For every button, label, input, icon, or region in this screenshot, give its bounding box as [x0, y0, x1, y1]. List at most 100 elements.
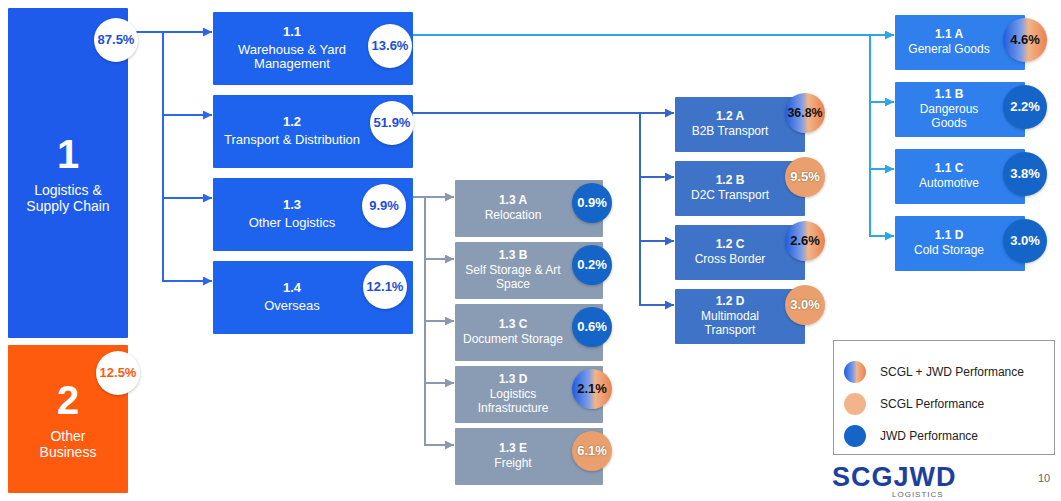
percent-value: 12.1%: [367, 280, 404, 295]
box-text-group: 1.1Warehouse & Yard Management: [223, 25, 361, 73]
percent-value: 12.5%: [100, 366, 137, 381]
category-box: 1.3Other Logistics9.9%: [213, 178, 413, 251]
percent-value: 51.9%: [374, 116, 411, 131]
percent-value: 0.6%: [577, 320, 607, 335]
box-title: Document Storage: [461, 333, 565, 347]
subcategory-box: 1.2 BD2C Transport9.5%: [675, 161, 805, 216]
percent-circle: 2.1%: [572, 369, 612, 409]
box-title: Warehouse & Yard Management: [223, 43, 361, 73]
percent-value: 3.0%: [790, 298, 820, 313]
percent-value: 3.0%: [1010, 234, 1040, 249]
box-title: Multimodal Transport: [681, 310, 779, 338]
connector-arrow: [413, 35, 894, 102]
subcategory-box: 1.3 DLogistics Infrastructure2.1%: [455, 366, 603, 423]
box-text-group: 1.1 CAutomotive: [901, 162, 997, 191]
box-text-group: 1.2 BD2C Transport: [681, 174, 779, 203]
box-text-group: 1.4Overseas: [223, 281, 361, 314]
connector-arrow: [413, 113, 674, 177]
percent-value: 2.6%: [790, 234, 820, 249]
box-number: 1.1 C: [901, 162, 997, 176]
percent-circle: 3.8%: [1003, 152, 1047, 196]
box-text-group: 1Logistics & Supply Chain: [8, 132, 128, 214]
subcategory-box: 1.1 BDangerous Goods2.2%: [895, 82, 1025, 137]
category-box: 1.4Overseas 12.1%: [213, 261, 413, 334]
box-title: Cross Border: [681, 253, 779, 267]
logo-text: SCGJWD: [832, 462, 957, 493]
box-number: 1.3 B: [461, 249, 565, 263]
box-text-group: 1.3 EFreight: [461, 442, 565, 471]
percent-circle: 36.8%: [785, 93, 825, 133]
percent-value: 9.5%: [790, 170, 820, 185]
box-number: 1.1 B: [901, 88, 997, 102]
percent-value: 9.9%: [369, 199, 399, 214]
connector-arrow: [413, 113, 674, 305]
connector-arrow: [413, 35, 894, 169]
subcategory-box: 1.2 DMultimodal Transport3.0%: [675, 289, 805, 344]
percent-value: 2.2%: [1010, 100, 1040, 115]
logo-subtitle: LOGISTICS: [892, 490, 944, 499]
box-text-group: 1.3 ARelocation: [461, 194, 565, 223]
box-text-group: 1.2Transport & Distribution: [223, 115, 361, 148]
box-title: Automotive: [901, 177, 997, 191]
box-number: 1.2: [223, 115, 361, 130]
box-number: 1.2 B: [681, 174, 779, 188]
box-title: Cold Storage: [901, 244, 997, 258]
percent-circle: 0.9%: [572, 183, 612, 223]
category-box: 1.1Warehouse & Yard Management13.6%: [213, 12, 413, 85]
box-number: 1.4: [223, 281, 361, 296]
connector-arrow: [128, 32, 212, 198]
percent-circle: 2.6%: [785, 221, 825, 261]
legend-row: JWD Performance: [844, 424, 978, 448]
box-number: 1.1: [223, 25, 361, 40]
legend-swatch: [844, 393, 866, 415]
page-number: 10: [1038, 472, 1050, 484]
box-title: Dangerous Goods: [901, 103, 997, 131]
box-text-group: 1.3 DLogistics Infrastructure: [461, 373, 565, 415]
box-number: 1: [8, 132, 128, 176]
percent-circle: 4.6%: [1003, 18, 1047, 62]
segment-box: 1Logistics & Supply Chain87.5%: [8, 8, 128, 338]
percent-value: 0.2%: [577, 258, 607, 273]
box-title: General Goods: [901, 43, 997, 57]
box-number: 1.2 D: [681, 295, 779, 309]
subcategory-box: 1.3 CDocument Storage0.6%: [455, 304, 603, 361]
box-text-group: 1.3 CDocument Storage: [461, 318, 565, 347]
percent-value: 2.1%: [577, 382, 607, 397]
box-number: 1.3: [223, 198, 361, 213]
legend-box: SCGL + JWD PerformanceSCGL PerformanceJW…: [833, 340, 1055, 455]
percent-circle: 13.6%: [368, 24, 412, 68]
box-title: Self Storage & Art Space: [461, 264, 565, 292]
percent-circle: 3.0%: [785, 285, 825, 325]
percent-circle: 9.5%: [785, 157, 825, 197]
box-title: Other Business: [8, 428, 128, 460]
legend-text: JWD Performance: [880, 429, 978, 443]
connector-arrow: [413, 35, 894, 236]
box-text-group: 1.3 BSelf Storage & Art Space: [461, 249, 565, 291]
box-title: Logistics & Supply Chain: [8, 182, 128, 214]
percent-circle: 51.9%: [370, 101, 414, 145]
percent-value: 6.1%: [577, 444, 607, 459]
box-text-group: 1.1 AGeneral Goods: [901, 28, 997, 57]
box-number: 1.3 E: [461, 442, 565, 456]
box-number: 1.3 D: [461, 373, 565, 387]
percent-value: 36.8%: [788, 106, 823, 120]
connector-arrow: [413, 197, 454, 259]
segment-box: 2Other Business12.5%: [8, 345, 128, 493]
subcategory-box: 1.3 EFreight6.1%: [455, 428, 603, 485]
box-number: 1.1 D: [901, 229, 997, 243]
subcategory-box: 1.3 ARelocation0.9%: [455, 180, 603, 237]
box-text-group: 1.2 AB2B Transport: [681, 110, 779, 139]
box-text-group: 1.2 CCross Border: [681, 238, 779, 267]
percent-circle: 0.2%: [572, 245, 612, 285]
box-number: 1.3 C: [461, 318, 565, 332]
legend-swatch: [844, 425, 866, 447]
percent-value: 0.9%: [577, 196, 607, 211]
percent-circle: 6.1%: [572, 431, 612, 471]
subcategory-box: 1.1 DCold Storage3.0%: [895, 216, 1025, 271]
box-title: Logistics Infrastructure: [461, 388, 565, 416]
box-title: B2B Transport: [681, 125, 779, 139]
subcategory-box: 1.2 CCross Border2.6%: [675, 225, 805, 280]
box-text-group: 1.1 DCold Storage: [901, 229, 997, 258]
percent-value: 4.6%: [1010, 33, 1040, 48]
